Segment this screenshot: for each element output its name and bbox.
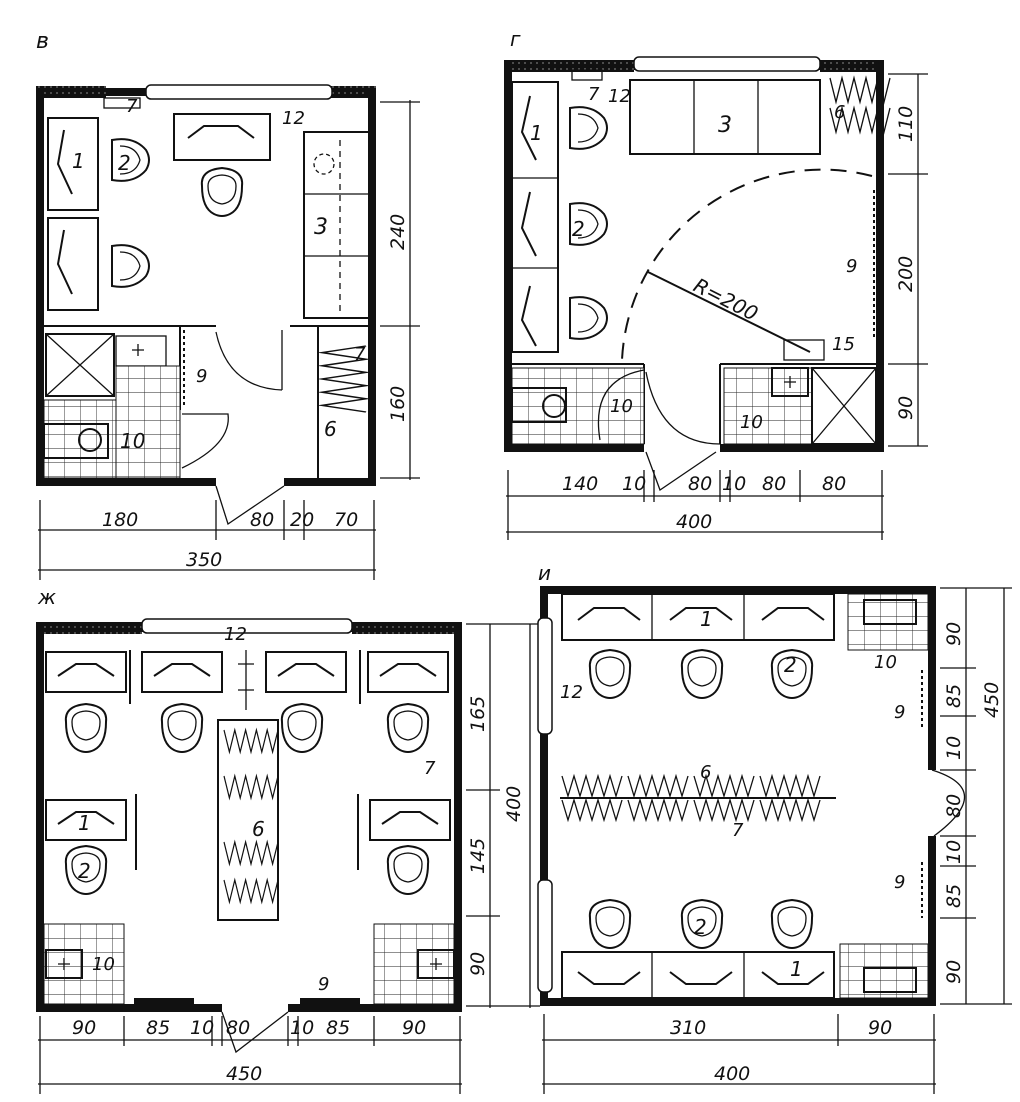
dim-g-10a: 10 (622, 473, 646, 495)
dim-g-200: 200 (895, 256, 917, 292)
dim-zh-80: 80 (226, 1017, 250, 1039)
dim-i-310: 310 (670, 1017, 706, 1039)
dim-v-180: 180 (102, 509, 138, 531)
item-v-7b: 7 (354, 344, 366, 365)
item-zh-2: 2 (78, 859, 91, 883)
item-g-15: 15 (832, 334, 855, 355)
item-g-3: 3 (718, 113, 732, 138)
dim-g-total: 400 (676, 511, 712, 533)
radius-label: R=200 (690, 273, 762, 326)
dim-v-80: 80 (250, 509, 274, 531)
item-g-6: 6 (834, 102, 845, 123)
item-g-9: 9 (846, 256, 857, 277)
dim-zh-85b: 85 (326, 1017, 350, 1039)
dim-i-total-right: 450 (981, 682, 1003, 718)
item-g-1: 1 (530, 121, 543, 145)
item-zh-7: 7 (424, 758, 436, 779)
item-v-9: 9 (196, 366, 207, 387)
item-v-10: 10 (120, 429, 145, 453)
dim-g-80b: 80 (762, 473, 786, 495)
item-g-10a: 10 (610, 396, 633, 417)
dim-i-80: 80 (943, 794, 965, 818)
item-i-10: 10 (874, 652, 897, 673)
dim-g-90: 90 (895, 396, 917, 420)
dim-zh-total: 450 (226, 1063, 262, 1085)
dim-zh-total-right: 400 (503, 786, 525, 822)
item-v-12: 12 (282, 108, 305, 129)
item-i-1b: 1 (790, 957, 803, 981)
dim-v-total: 350 (186, 549, 222, 571)
plan-label-v: в (36, 29, 49, 54)
dim-i-total: 400 (714, 1063, 750, 1085)
item-v-1: 1 (72, 149, 85, 173)
floor-plan-g: г R=200 (504, 27, 928, 540)
dim-v-160: 160 (387, 386, 409, 422)
item-g-12: 12 (608, 86, 631, 107)
item-i-2b: 2 (694, 915, 707, 939)
item-v-3: 3 (314, 215, 328, 240)
dim-i-10b: 10 (943, 840, 965, 864)
plan-label-zh: ж (37, 585, 56, 609)
dim-g-110: 110 (895, 106, 917, 142)
item-v-7: 7 (126, 96, 138, 117)
item-i-7: 7 (732, 820, 744, 841)
dim-i-85a: 85 (943, 684, 965, 708)
item-g-7: 7 (588, 84, 600, 105)
dim-g-10b: 10 (722, 473, 746, 495)
plan-label-i: и (538, 561, 551, 585)
dim-v-20: 20 (290, 509, 314, 531)
dim-zh-90a: 90 (72, 1017, 96, 1039)
item-i-6: 6 (700, 762, 711, 783)
dim-i-10a: 10 (943, 736, 965, 760)
dim-zh-90b: 90 (402, 1017, 426, 1039)
floor-plan-i: и (537, 561, 1012, 1094)
item-i-9b: 9 (894, 872, 905, 893)
item-zh-1: 1 (78, 811, 91, 835)
dim-v-240: 240 (387, 214, 409, 250)
dim-g-80c: 80 (822, 473, 846, 495)
dim-i-85b: 85 (943, 884, 965, 908)
item-v-2: 2 (118, 151, 131, 175)
dim-v-70: 70 (334, 509, 358, 531)
item-zh-6: 6 (252, 817, 265, 841)
dim-zh-90: 90 (467, 952, 489, 976)
item-g-10b: 10 (740, 412, 763, 433)
dim-g-80a: 80 (688, 473, 712, 495)
item-zh-9: 9 (318, 974, 329, 995)
dim-zh-145: 145 (467, 838, 489, 874)
item-g-2: 2 (572, 217, 585, 241)
dim-zh-85a: 85 (146, 1017, 170, 1039)
dim-zh-165: 165 (467, 696, 489, 732)
item-i-2: 2 (784, 653, 797, 677)
floor-plan-zh: ж (36, 585, 540, 1094)
item-zh-10: 10 (92, 954, 115, 975)
plan-label-g: г (510, 27, 521, 51)
item-zh-12: 12 (224, 624, 247, 645)
item-i-12: 12 (560, 682, 583, 703)
dim-g-140: 140 (562, 473, 598, 495)
item-i-1: 1 (700, 607, 713, 631)
item-v-6: 6 (324, 417, 337, 441)
dim-i-90a: 90 (943, 622, 965, 646)
floor-plan-v: в (36, 29, 420, 580)
item-i-9a: 9 (894, 702, 905, 723)
dim-zh-10b: 10 (290, 1017, 314, 1039)
dim-i-90b: 90 (943, 960, 965, 984)
dim-i-90: 90 (868, 1017, 892, 1039)
dim-zh-10a: 10 (190, 1017, 214, 1039)
